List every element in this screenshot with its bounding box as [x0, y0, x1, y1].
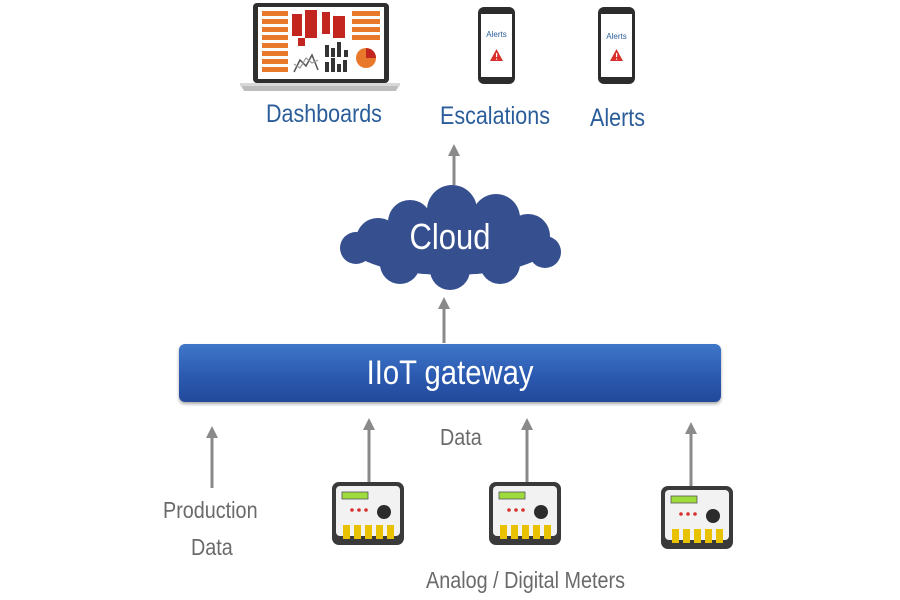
meter-icon — [661, 486, 733, 549]
alerts-phone-icon: Alerts — [598, 7, 635, 84]
production-data-label-line1: Production — [163, 497, 258, 523]
dashboards-label: Dashboards — [266, 100, 382, 128]
escalations-label: Escalations — [440, 102, 550, 130]
cloud-label: Cloud — [409, 216, 491, 257]
iiot-gateway-bar: IIoT gateway — [179, 344, 721, 402]
alerts-label: Alerts — [590, 104, 645, 132]
cloud-shape — [340, 185, 561, 290]
laptop-dashboard-icon — [240, 3, 400, 91]
meter-icon — [332, 482, 404, 545]
meter-icon — [489, 482, 561, 545]
escalations-phone-icon: Alerts — [478, 7, 515, 84]
gateway-label: IIoT gateway — [366, 353, 534, 392]
data-label: Data — [440, 424, 482, 450]
phone-alert-text: Alerts — [486, 30, 506, 39]
production-data-label-line2: Data — [191, 534, 233, 560]
meters-label: Analog / Digital Meters — [426, 567, 625, 593]
phone-alert-text: Alerts — [606, 32, 626, 41]
